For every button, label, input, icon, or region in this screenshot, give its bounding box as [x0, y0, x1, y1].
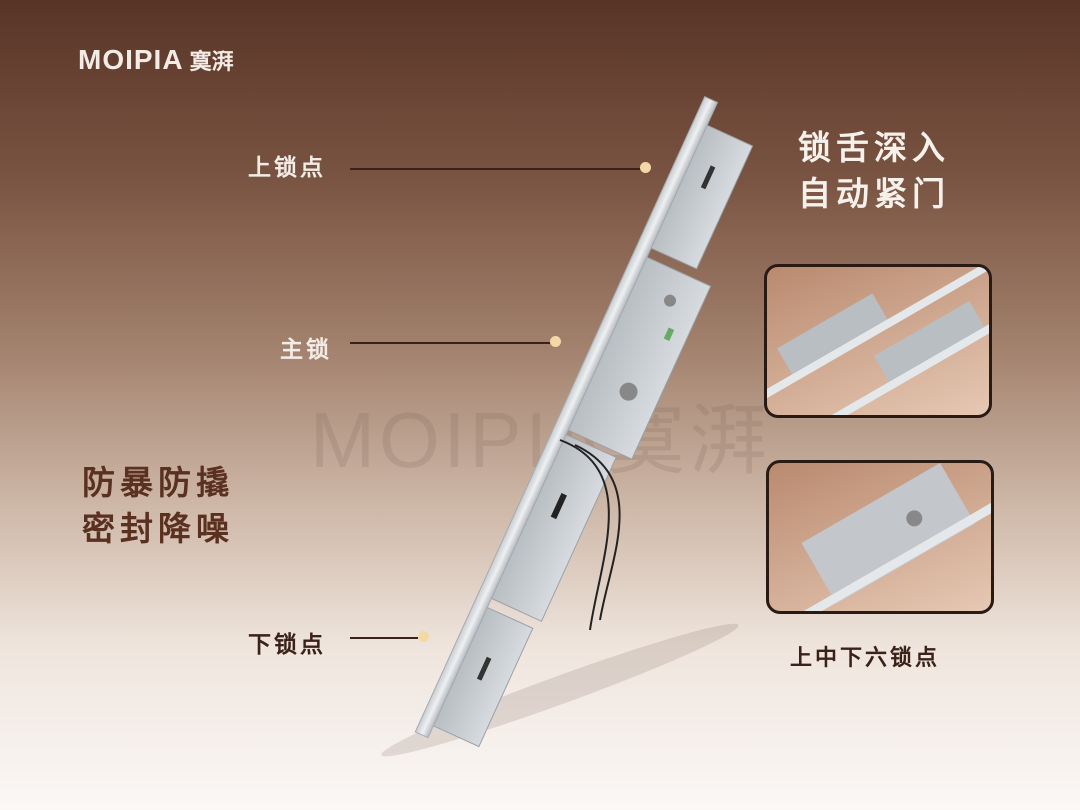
- callout-lower-label: 下锁点: [248, 632, 326, 658]
- brand-name-en: MOIPIA: [78, 44, 184, 75]
- inset-hook-bolts: [764, 264, 992, 418]
- faceplate: [414, 96, 719, 739]
- callout-upper-line: [350, 168, 640, 170]
- callout-main-dot: [550, 336, 561, 347]
- headline-left: 防暴防撬 密封降噪: [82, 460, 234, 552]
- headline-left-line-1: 防暴防撬: [82, 463, 234, 502]
- callout-upper-dot: [640, 162, 651, 173]
- headline-right-line-2: 自动紧门: [798, 174, 950, 213]
- headline-left-line-2: 密封降噪: [82, 509, 234, 548]
- callout-upper-label: 上锁点: [248, 155, 326, 181]
- inset-main-lock: [766, 460, 994, 614]
- inset-caption: 上中下六锁点: [790, 646, 941, 671]
- callout-lower-dot: [418, 631, 429, 642]
- headline-right: 锁舌深入 自动紧门: [798, 125, 950, 217]
- callout-lower-line: [350, 637, 418, 639]
- brand-logo: MOIPIA 寞湃: [78, 44, 234, 76]
- callout-main-label: 主锁: [280, 337, 332, 363]
- headline-right-line-1: 锁舌深入: [798, 128, 950, 167]
- brand-name-cn: 寞湃: [189, 50, 234, 75]
- callout-main-line: [350, 342, 550, 344]
